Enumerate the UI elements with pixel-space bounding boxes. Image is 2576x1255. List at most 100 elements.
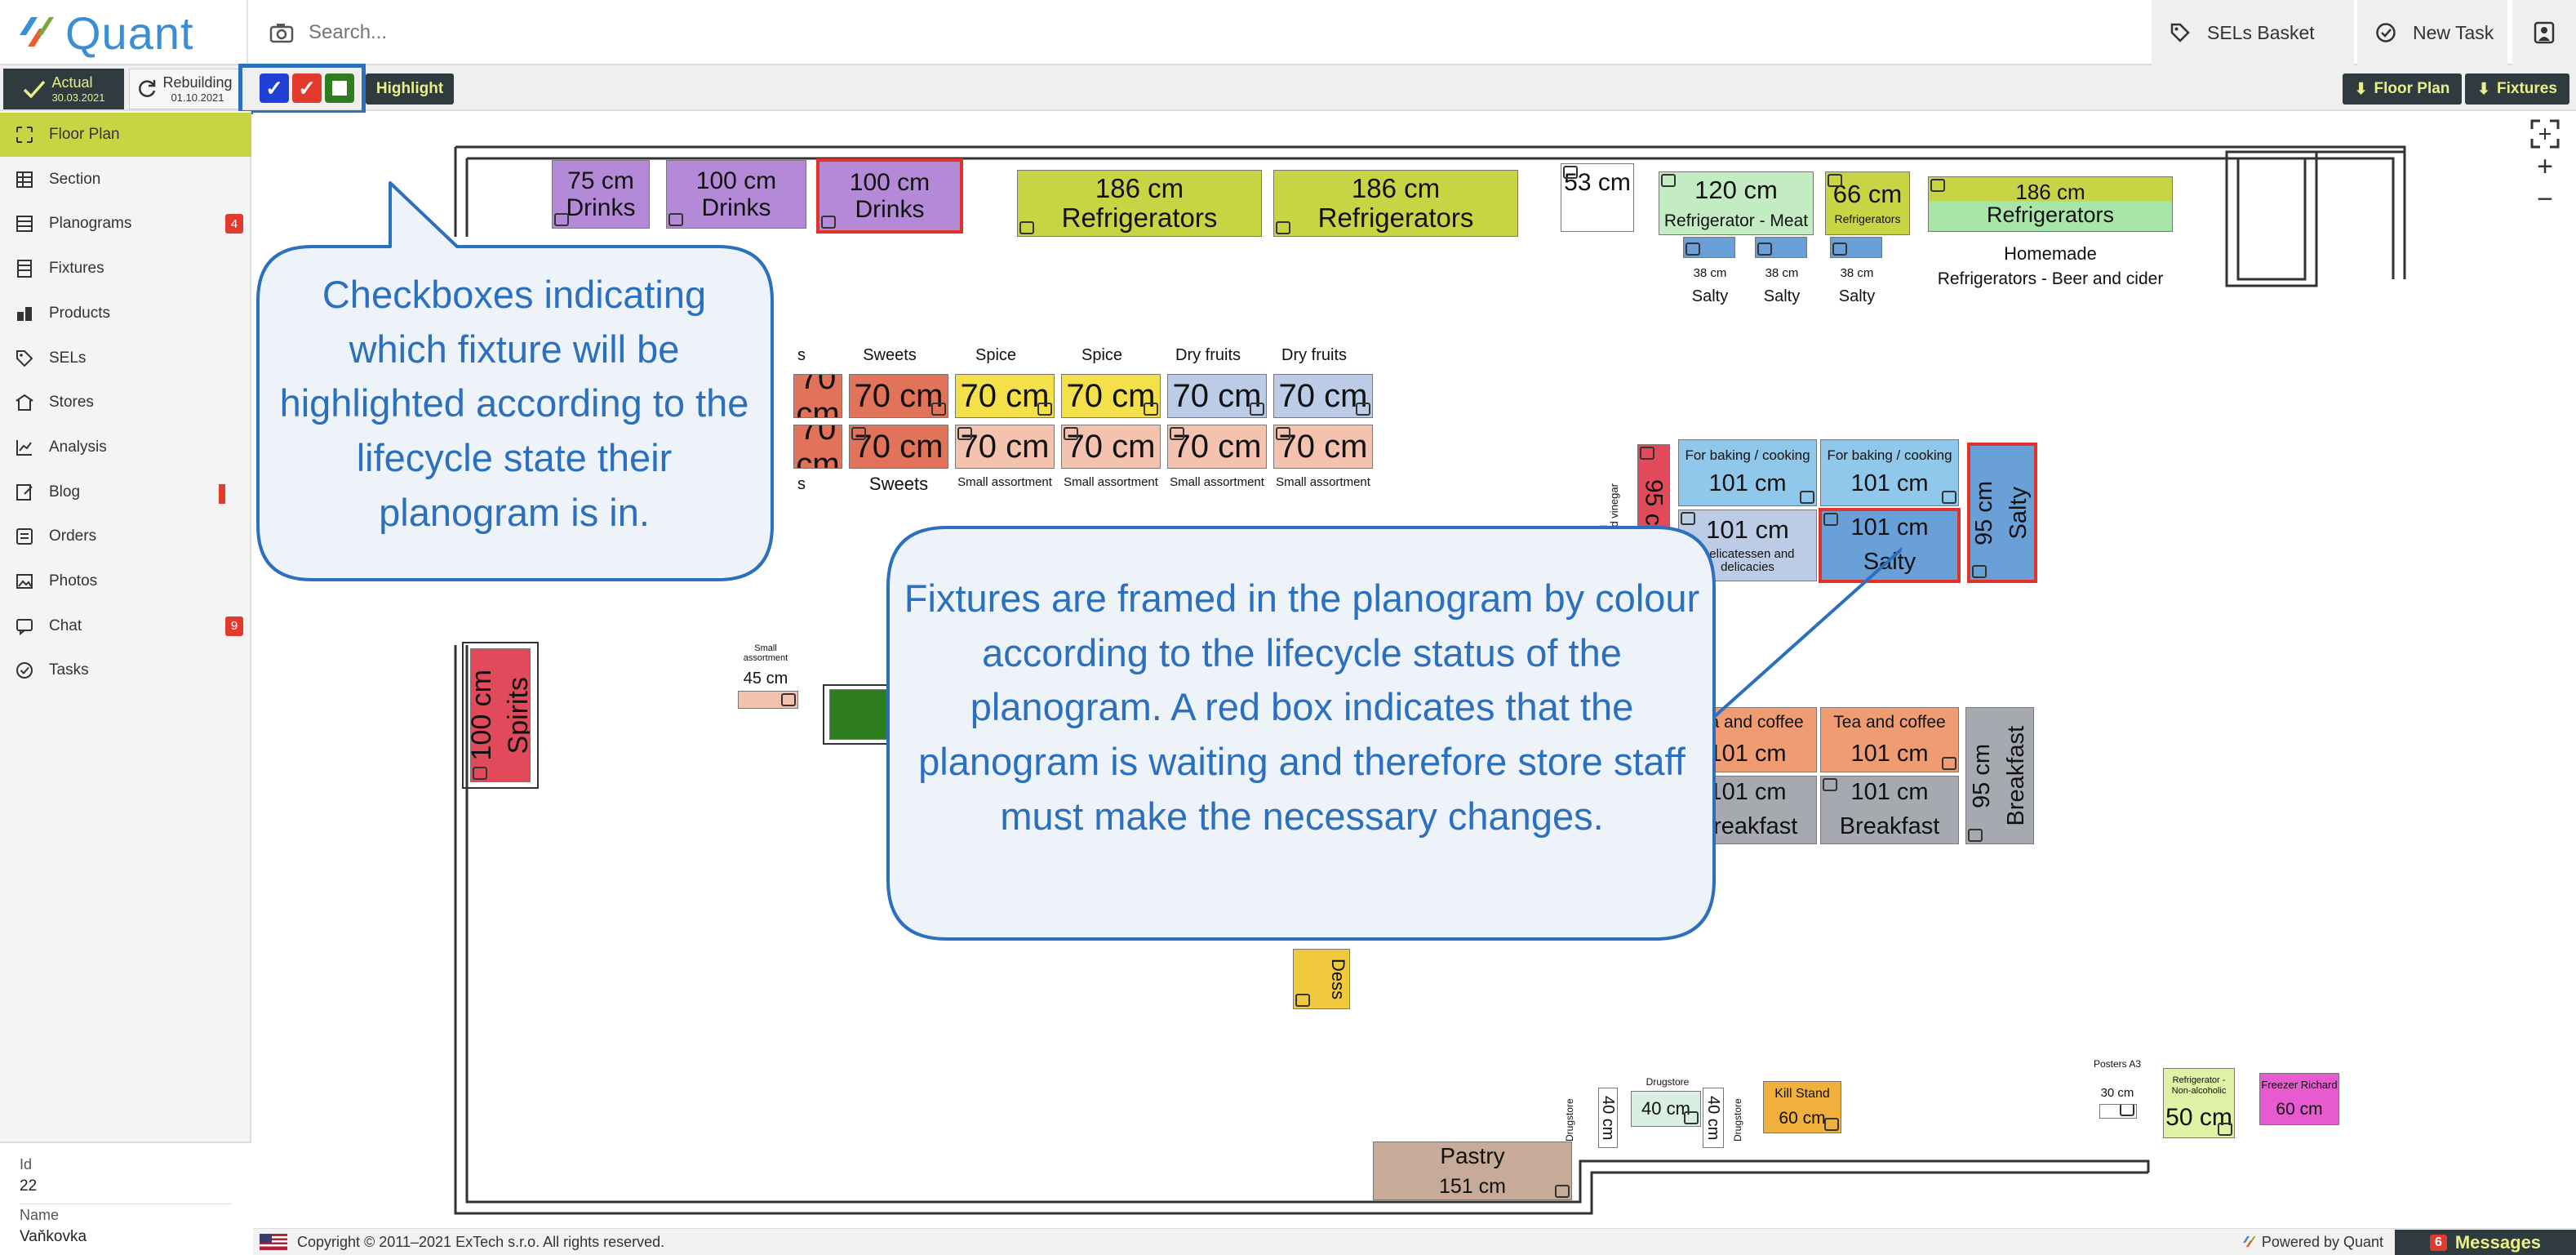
checkbox-green[interactable]	[325, 73, 354, 103]
floor-plan-download-button[interactable]: ⬇Floor Plan	[2343, 73, 2462, 105]
fixture-dry-fruits-a[interactable]: 70 cm	[1167, 374, 1267, 418]
floorplan-icon	[16, 127, 33, 143]
fixture-small-assortment-c[interactable]: 70 cm	[1167, 425, 1267, 469]
fixture-size: 186 cm	[1095, 172, 1184, 203]
user-profile-button[interactable]	[2512, 0, 2576, 65]
quant-logo-small-icon	[2242, 1235, 2256, 1248]
fixture-sweets-bottom[interactable]: 70 cm	[849, 425, 948, 469]
fixture-drugstore-left[interactable]: 40 cm	[1598, 1088, 1618, 1148]
fixture-name: Delicatessen and delicacies	[1700, 546, 1795, 575]
camera-icon	[1356, 403, 1370, 416]
fixture-salty-38c[interactable]	[1830, 237, 1882, 258]
app-logo[interactable]: Quant	[13, 7, 194, 59]
sidebar-item-fixtures[interactable]: Fixtures	[0, 247, 251, 291]
fixtures-download-button[interactable]: ⬇Fixtures	[2465, 73, 2569, 105]
rebuilding-label: Rebuilding	[162, 74, 233, 91]
messages-count-badge: 6	[2429, 1234, 2447, 1251]
sels-basket-button[interactable]: SELs Basket	[2152, 0, 2354, 65]
zoom-in-button[interactable]: +	[2537, 150, 2553, 182]
fixture-drugstore-40[interactable]: 40 cm	[1631, 1091, 1701, 1127]
fixture-dry-fruits-b[interactable]: 70 cm	[1273, 374, 1373, 418]
sidebar-item-sels[interactable]: SELs	[0, 336, 251, 381]
salty-size-a: 38 cm	[1693, 266, 1727, 280]
fullscreen-icon	[2530, 119, 2560, 149]
gondola-bottom-label-5: Small assortment	[1276, 475, 1370, 489]
fixture-salty-38b[interactable]	[1755, 237, 1807, 258]
fixture-size: 40 cm	[1704, 1095, 1722, 1141]
fixture-salty-38a[interactable]	[1683, 237, 1735, 258]
fixture-drugstore-right[interactable]: 40 cm	[1703, 1088, 1724, 1148]
sidebar-item-photos[interactable]: Photos	[0, 559, 251, 603]
gondola-bottom-label-4: Small assortment	[1170, 475, 1264, 489]
sidebar-item-tasks[interactable]: Tasks	[0, 648, 251, 692]
fixture-posters[interactable]	[2099, 1104, 2137, 1119]
fixture-spice-a[interactable]: 70 cm	[955, 374, 1055, 418]
sidebar-item-floor-plan[interactable]: Floor Plan	[0, 113, 251, 157]
fixture-green[interactable]	[829, 689, 893, 740]
fixture-gondola-top-0[interactable]: 70 cm	[793, 374, 842, 418]
fixture-size: 70 cm	[854, 429, 944, 465]
sidebar-item-label: Stores	[49, 394, 94, 412]
checkbox-actual-blue[interactable]: ✓	[260, 73, 289, 103]
camera-icon[interactable]	[269, 22, 294, 43]
sidebar-item-label: Blog	[49, 483, 81, 501]
fixture-spice-b[interactable]: 70 cm	[1061, 374, 1161, 418]
messages-button[interactable]: 6 Messages	[2395, 1230, 2576, 1255]
sidebar-item-label: Planograms	[49, 215, 132, 233]
checkbox-waiting-red[interactable]: ✓	[292, 73, 322, 103]
highlight-button[interactable]: Highlight	[366, 73, 454, 105]
fixture-gondola-bottom-0[interactable]: 70 cm	[793, 425, 842, 469]
fixture-small-assortment-b[interactable]: 70 cm	[1061, 425, 1161, 469]
sidebar-item-orders[interactable]: Orders	[0, 514, 251, 559]
fixture-53[interactable]: 53 cm	[1561, 163, 1634, 232]
new-task-button[interactable]: New Task	[2357, 0, 2507, 65]
download-icon: ⬇	[2354, 80, 2368, 98]
fixture-small-assortment-a[interactable]: 70 cm	[955, 425, 1055, 469]
sidebar-item-products[interactable]: Products	[0, 291, 251, 336]
sidebar-item-analysis[interactable]: Analysis	[0, 425, 251, 470]
zoom-out-button[interactable]: −	[2537, 183, 2553, 215]
search-bar[interactable]	[246, 0, 2148, 65]
sidebar-item-stores[interactable]: Stores	[0, 381, 251, 425]
camera-icon	[1295, 994, 1310, 1007]
camera-icon	[1563, 166, 1578, 179]
fixture-size: 40 cm	[1641, 1097, 1690, 1119]
search-input[interactable]	[307, 20, 1779, 45]
sidebar-item-section[interactable]: Section	[0, 158, 251, 202]
products-icon	[17, 306, 32, 321]
fit-screen-button[interactable]	[2527, 116, 2563, 152]
fixture-sweets-top[interactable]: 70 cm	[849, 374, 948, 418]
camera-icon	[1640, 447, 1654, 460]
powered-by[interactable]: Powered by Quant	[2241, 1234, 2383, 1251]
fixture-small-assortment-d[interactable]: 70 cm	[1273, 425, 1373, 469]
fixture-small-assortment-45[interactable]	[738, 691, 798, 709]
fixture-dess[interactable]: Dess	[1293, 949, 1350, 1009]
sidebar-item-blog[interactable]: Blog	[0, 470, 251, 514]
fixture-size: 120 cm	[1694, 176, 1778, 205]
